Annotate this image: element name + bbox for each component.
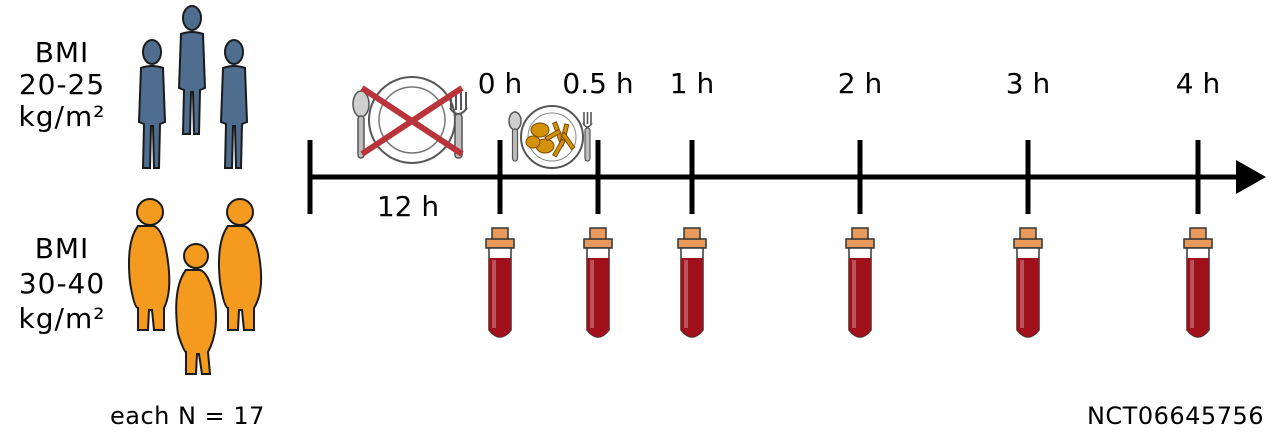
timepoint-4: 3 h — [1006, 67, 1050, 338]
group-label-line: kg/m² — [19, 100, 106, 133]
timepoint-label: 2 h — [838, 67, 882, 100]
group-label-line: BMI — [35, 232, 90, 265]
blood-tube-icon — [677, 227, 707, 338]
timeline-axis — [307, 140, 1266, 214]
group-label-line: 20-25 — [19, 68, 105, 101]
timepoint-5: 4 h — [1176, 67, 1220, 338]
timepoint-label: 0.5 h — [562, 67, 633, 100]
timepoint-label: 1 h — [670, 67, 714, 100]
cross-mark — [360, 85, 464, 157]
timepoint-2: 1 h — [670, 67, 714, 338]
fasting-duration-label: 12 h — [377, 190, 439, 223]
timepoint-label: 0 h — [478, 67, 522, 100]
timepoint-0: 0 h — [478, 67, 522, 338]
sample-size-label: each N = 17 — [110, 402, 265, 430]
crossed-plate-icon — [352, 76, 468, 164]
blood-tube-icon — [1183, 227, 1213, 338]
lean-people-icon — [137, 5, 249, 169]
group-label-normal-bmi: BMI 20-25 kg/m² — [19, 36, 106, 133]
group-label-line: BMI — [35, 36, 90, 69]
blood-tube-icon — [1013, 227, 1043, 338]
timepoint-1: 0.5 h — [562, 67, 634, 338]
trial-id-label: NCT06645756 — [1087, 402, 1264, 430]
blood-tube-icon — [845, 227, 875, 338]
axis-arrowhead — [1236, 160, 1266, 194]
blood-tube-icon — [485, 227, 515, 338]
group-label-line: 30-40 — [19, 267, 105, 300]
group-label-obese-bmi: BMI 30-40 kg/m² — [19, 232, 106, 335]
obese-people-icon — [128, 198, 263, 375]
blood-tube-icon — [583, 227, 613, 338]
timepoint-label: 3 h — [1006, 67, 1050, 100]
meal-plate-icon — [508, 105, 593, 169]
timepoint-3: 2 h — [838, 67, 882, 338]
timepoint-label: 4 h — [1176, 67, 1220, 100]
timepoints: 0 h 0.5 h 1 h 2 h 3 h 4 h — [478, 67, 1220, 338]
group-label-line: kg/m² — [19, 302, 106, 335]
